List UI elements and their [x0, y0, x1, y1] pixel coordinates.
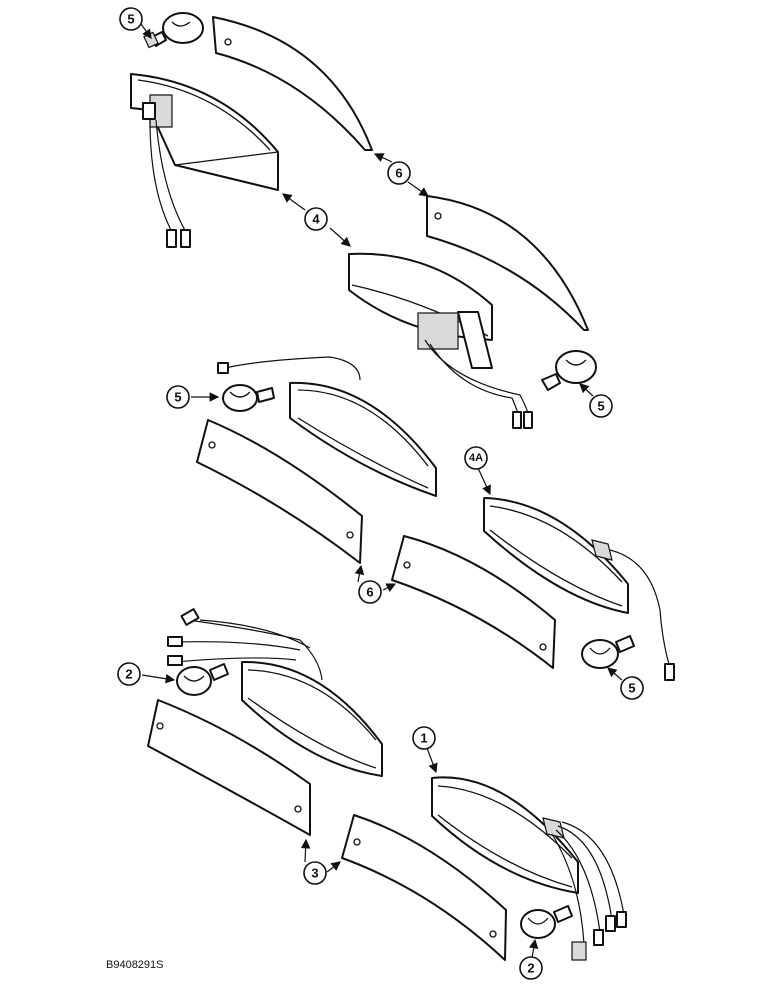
lamp-housing-center — [348, 252, 493, 369]
figure-code: B9408291S — [106, 959, 164, 971]
lamp-housing-4a — [483, 497, 629, 614]
svg-text:4A: 4A — [469, 452, 483, 464]
connector-top-left — [166, 229, 191, 248]
lamp-housing-middle-left — [289, 381, 437, 497]
svg-text:6: 6 — [395, 166, 402, 181]
lamp-housing-bottom-right — [431, 776, 579, 894]
svg-text:4: 4 — [312, 212, 320, 227]
callout-4a: 4A — [464, 446, 488, 470]
svg-text:5: 5 — [597, 399, 604, 414]
bulb-center-right — [541, 350, 597, 391]
lens-cover-middle-left — [196, 419, 363, 564]
callout-5-center-right: 5 — [589, 394, 613, 418]
svg-text:2: 2 — [125, 667, 132, 682]
connector-bottom-right — [571, 911, 627, 961]
bulb-bottom-right — [520, 905, 573, 939]
lens-cover-bottom-right — [341, 814, 507, 961]
callout-3: 3 — [303, 861, 327, 885]
lens-cover-top — [212, 16, 373, 151]
bulb-top-left — [143, 12, 204, 49]
connector-bottom-left — [167, 608, 200, 666]
svg-text:5: 5 — [628, 681, 635, 696]
callout-2-bottom: 2 — [519, 956, 543, 980]
bulb-bottom-left — [176, 663, 229, 696]
svg-text:2: 2 — [527, 961, 534, 976]
svg-text:5: 5 — [127, 12, 134, 27]
callout-4: 4 — [304, 207, 328, 231]
lens-cover-right — [426, 195, 589, 331]
callout-6-top: 6 — [387, 161, 411, 185]
lens-cover-bottom-left — [147, 699, 311, 836]
bulb-right-middle — [581, 635, 635, 669]
callout-5-top: 5 — [119, 7, 143, 31]
callout-5-middle-left: 5 — [166, 385, 190, 409]
callout-6-middle: 6 — [358, 580, 382, 604]
lens-cover-middle-right — [391, 535, 556, 669]
bulb-middle-left — [222, 384, 275, 412]
callout-2-left: 2 — [117, 662, 141, 686]
svg-text:5: 5 — [174, 390, 181, 405]
svg-text:1: 1 — [420, 731, 427, 746]
connector-center — [512, 411, 533, 429]
lamp-housing-bottom-left — [241, 660, 383, 777]
svg-text:6: 6 — [366, 585, 373, 600]
callout-5-right-middle: 5 — [620, 676, 644, 700]
callout-1: 1 — [412, 726, 436, 750]
svg-text:3: 3 — [311, 866, 318, 881]
lamp-housing-top — [130, 73, 279, 191]
